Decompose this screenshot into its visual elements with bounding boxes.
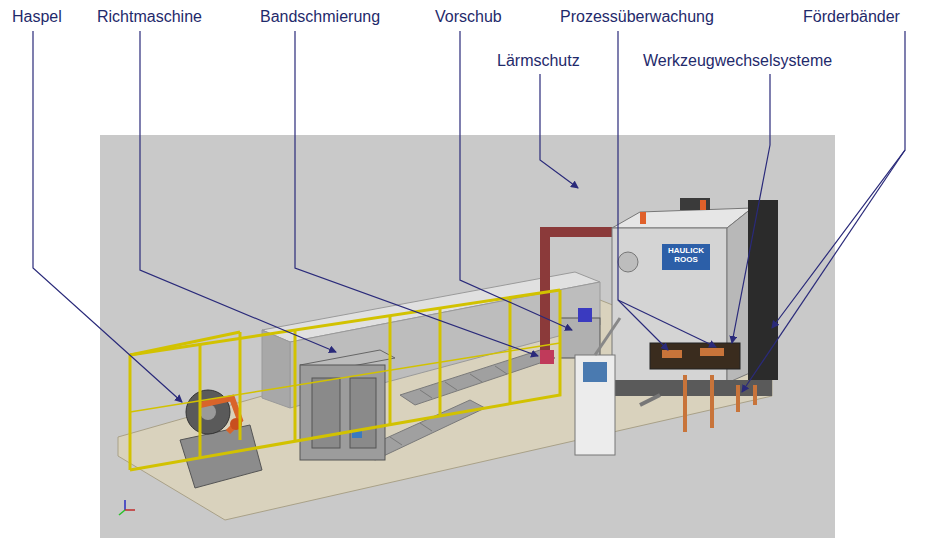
part-label: Werkzeugwechselsysteme	[643, 52, 832, 70]
axis-triad	[119, 500, 135, 515]
safety-fence	[130, 290, 560, 470]
press-machine	[600, 198, 778, 396]
part-label: Richtmaschine	[97, 8, 202, 26]
part-label: Haspel	[12, 8, 62, 26]
part-label: Bandschmierung	[260, 8, 380, 26]
brand-text: HAULICK ROOS	[664, 246, 708, 264]
part-label: Vorschub	[435, 8, 502, 26]
part-label: Prozessüberwachung	[560, 8, 714, 26]
backdrop	[100, 135, 835, 538]
coil-reel	[180, 390, 262, 488]
part-label: Lärmschutz	[497, 52, 580, 70]
leader-lines	[33, 31, 905, 402]
wall-side	[262, 330, 290, 408]
straightener-cabinet	[300, 350, 395, 460]
conveyor-legs	[640, 375, 755, 432]
part-label: Förderbänder	[803, 8, 900, 26]
brand-plate	[662, 244, 710, 270]
control-cabinet	[575, 318, 620, 455]
